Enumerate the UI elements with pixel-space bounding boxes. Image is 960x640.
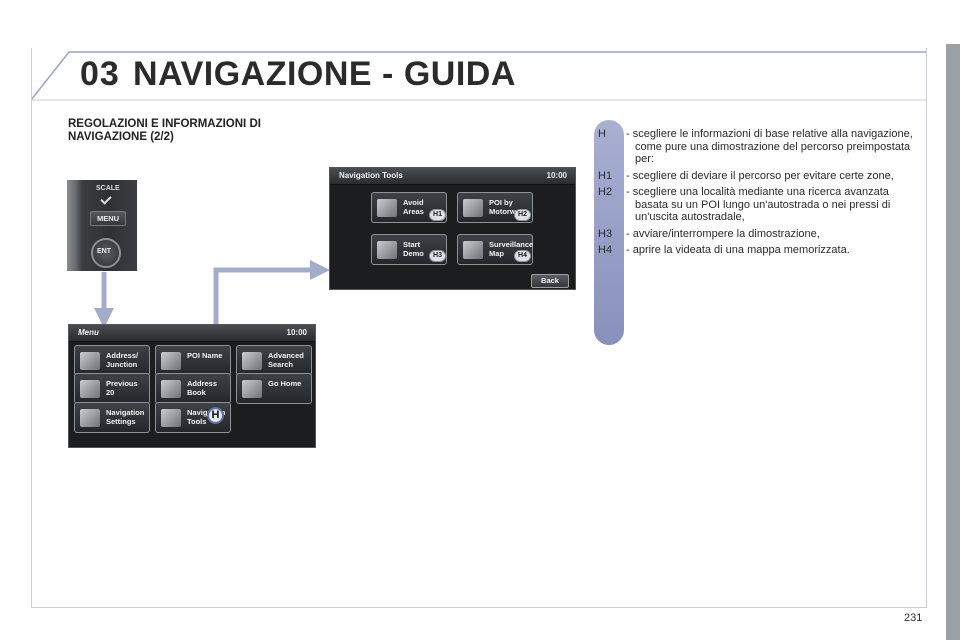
home-icon — [242, 380, 262, 398]
search-icon — [242, 352, 262, 370]
tile-address-book[interactable]: Address Book — [155, 373, 231, 404]
legend-key: H2 — [598, 186, 613, 198]
legend-item-h: H - scegliere le informazioni di base re… — [598, 128, 918, 166]
tile-avoid-areas[interactable]: Avoid Areas — [371, 192, 447, 223]
tile-label: Start Demo — [403, 240, 424, 258]
page-number: 231 — [904, 612, 923, 624]
legend-key: H1 — [598, 169, 613, 182]
tile-advanced-search[interactable]: Advanced Search — [236, 345, 312, 376]
tile-go-home[interactable]: Go Home — [236, 373, 312, 404]
page-frame — [31, 48, 927, 608]
demo-icon — [377, 241, 397, 259]
tile-label: Advanced Search — [268, 351, 304, 369]
tile-label: POI Name — [187, 351, 223, 360]
legend-item-h1: H1 - scegliere di deviare il percorso pe… — [598, 170, 918, 183]
section-title: REGOLAZIONI E INFORMAZIONI DI NAVIGAZION… — [68, 118, 261, 143]
tile-label: Address Book — [187, 379, 218, 397]
legend-key: H — [598, 128, 606, 140]
badge-h2: H2 — [514, 209, 531, 221]
legend-list: H - scegliere le informazioni di base re… — [598, 128, 918, 261]
screen-clock: 10:00 — [286, 328, 307, 337]
remote-knob — [91, 238, 121, 268]
legend-text: - avviare/interrompere la dimostrazione, — [626, 227, 820, 240]
history-icon — [80, 380, 100, 398]
right-edge-bar — [946, 44, 960, 640]
legend-item-h4: H4 - aprire la videata di una mappa memo… — [598, 244, 918, 257]
chapter-title: NAVIGAZIONE - GUIDA — [133, 55, 516, 93]
remote-scale-label: SCALE — [96, 185, 120, 192]
tile-label: POI by Motorway — [489, 198, 525, 216]
remote-menu-button: MENU — [90, 211, 126, 226]
tile-label: Surveillance Map — [489, 240, 534, 258]
motorway-icon — [463, 199, 483, 217]
settings-icon — [80, 409, 100, 427]
map-pin-icon — [80, 352, 100, 370]
chapter-number: 03 — [80, 55, 120, 93]
legend-pill — [594, 120, 624, 345]
badge-h3: H3 — [429, 250, 446, 262]
header-outline — [31, 51, 927, 101]
navigation-tools-screen: Navigation Tools 10:00 Avoid Areas POI b… — [329, 167, 576, 290]
map-icon — [463, 241, 483, 259]
tile-surveillance-map[interactable]: Surveillance Map — [457, 234, 533, 265]
screen-title-bar: Menu 10:00 — [69, 325, 315, 342]
legend-key: H4 — [598, 244, 613, 256]
header-band — [31, 48, 927, 103]
legend-text: - aprire la videata di una mappa memoriz… — [626, 244, 850, 256]
tile-label: Navigation Tools — [187, 408, 226, 426]
screen-clock: 10:00 — [546, 171, 567, 180]
avoid-icon — [377, 199, 397, 217]
menu-screen: Menu 10:00 Address/ Junction POI Name Ad… — [68, 324, 316, 448]
book-icon — [161, 380, 181, 398]
badge-h1: H1 — [429, 209, 446, 221]
screen-title-bar: Navigation Tools 10:00 — [330, 168, 575, 185]
tile-poi-name[interactable]: POI Name — [155, 345, 231, 376]
remote-ent-label: ENT — [97, 248, 111, 255]
badge-h: H — [207, 407, 224, 424]
tile-label: Avoid Areas — [403, 198, 424, 216]
legend-key: H3 — [598, 227, 613, 240]
poi-icon — [161, 352, 181, 370]
badge-h4: H4 — [514, 250, 531, 262]
legend-text: - scegliere una località mediante una ri… — [626, 186, 891, 223]
tile-label: Go Home — [268, 379, 302, 388]
tile-navigation-settings[interactable]: Navigation Settings — [74, 402, 150, 433]
back-button[interactable]: Back — [531, 274, 569, 288]
tile-previous-20[interactable]: Previous 20 — [74, 373, 150, 404]
legend-item-h3: H3 - avviare/interrompere la dimostrazio… — [598, 228, 918, 241]
tools-icon — [161, 409, 181, 427]
tile-label: Navigation Settings — [106, 408, 145, 426]
tile-address-junction[interactable]: Address/ Junction — [74, 345, 150, 376]
legend-text: - scegliere le informazioni di base rela… — [626, 128, 913, 165]
tile-navigation-tools[interactable]: Navigation Tools — [155, 402, 231, 433]
tile-label: Previous 20 — [106, 379, 138, 397]
legend-text: - scegliere di deviare il percorso per e… — [626, 169, 894, 182]
screen-title: Navigation Tools — [339, 171, 403, 180]
tile-label: Address/ Junction — [106, 351, 139, 369]
legend-item-h2: H2 - scegliere una località mediante una… — [598, 186, 918, 224]
screen-title: Menu — [78, 328, 99, 337]
